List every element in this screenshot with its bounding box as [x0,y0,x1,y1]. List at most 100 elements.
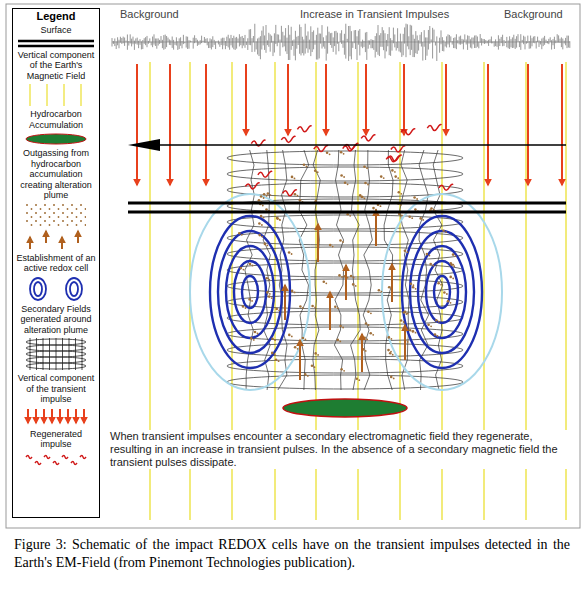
plume-dot [447,300,450,303]
waveform-stroke [172,37,173,48]
waveform-stroke [177,41,178,50]
coil-loop [227,359,463,373]
waveform-stroke [155,38,156,45]
waveform-stroke [453,38,454,48]
waveform-stroke [277,34,278,46]
waveform-stroke [259,38,260,56]
waveform-stroke [305,24,306,54]
waveform-stroke [215,41,216,49]
surface-sample [16,38,96,48]
regenerated-impulse-marks [245,125,453,196]
plume-dot [403,321,405,323]
waveform-stroke [560,39,561,43]
plume-dot [297,348,299,350]
plume-dot [366,338,368,340]
waveform-stroke [128,41,129,46]
waveform-stroke [555,40,556,43]
waveform-stroke [371,39,372,48]
waveform-stroke [196,38,197,42]
waveform-stroke [550,37,551,42]
plume-dot [359,194,362,197]
impulse-arrow [169,64,171,185]
plume-dot [349,215,351,217]
redox-arrow [329,292,331,330]
waveform-stroke [564,41,565,44]
waveform-stroke [569,41,570,48]
waveform-stroke [126,41,127,43]
plume-dot [276,217,279,220]
waveform-stroke [352,42,353,48]
plume-dot [317,171,319,173]
waveform-stroke [131,39,132,47]
plume-dot [279,219,281,221]
waveform-stroke [260,36,261,59]
waveform-stroke [448,34,449,44]
waveform-stroke [393,28,394,44]
red-arrow [75,409,77,423]
impulse-arrow [527,64,529,185]
plume-dot [262,205,264,207]
plume-dot [415,288,417,290]
plume-dot [317,354,319,356]
waveform-stroke [420,35,421,44]
waveform-stroke [383,30,384,50]
plume-dot [291,253,293,255]
waveform-stroke [432,28,433,59]
waveform-stroke [229,38,230,49]
waveform-stroke [329,32,330,43]
plume-dot [242,305,245,308]
plume-dot [278,310,280,312]
waveform-stroke [270,34,271,51]
waveform-stroke [469,36,470,44]
waveform-stroke [368,40,369,48]
coil-loop [227,167,463,181]
waveform-stroke [539,40,540,47]
plume-dot [364,182,367,185]
waveform-stroke [316,35,317,60]
plume-dot [365,350,367,352]
waveform-stroke [344,34,345,55]
waveform-stroke [508,40,509,48]
waveform-stroke [483,39,484,43]
waveform-stroke [324,41,325,49]
waveform-stroke [375,36,376,57]
waveform-stroke [417,35,418,54]
waveform-stroke [562,39,563,50]
waveform-stroke [413,35,414,57]
surface-line [128,211,566,214]
waveform-stroke [435,42,436,46]
plume-dot [450,263,453,266]
plume-dot [250,337,253,340]
waveform-stroke [523,36,524,45]
waveform-stroke [205,39,206,43]
waveform-stroke [180,37,181,45]
waveform-stroke [387,34,388,46]
surface-line [128,203,566,212]
plume-dot [401,215,403,217]
waveform-stroke [121,38,122,44]
red-arrow [83,409,85,423]
redox-loop [242,276,258,308]
waveform-stroke [298,36,299,45]
waveform-stroke [142,40,143,49]
plume-dot [268,279,270,281]
plume-dot [276,217,279,220]
waveform-stroke [327,27,328,54]
plume-dot [297,195,299,197]
waveform-stroke [526,41,527,43]
waveform-stroke [441,30,442,44]
plume-dot [415,332,417,334]
plume-dot [437,335,439,337]
redox-arrow [317,224,319,262]
plume-dot [453,265,455,267]
waveform-stroke [336,31,337,55]
impulse-strand [351,150,361,390]
waveform-stroke [246,42,247,45]
plume-dot [342,241,344,243]
waveform-stroke [394,34,395,47]
coil-loop [227,151,463,165]
waveform-stroke [372,40,373,48]
legend-text: Surface [14,25,98,36]
legend-text: Establishment of an active redox cell [14,253,98,274]
plume-dot [252,265,254,267]
